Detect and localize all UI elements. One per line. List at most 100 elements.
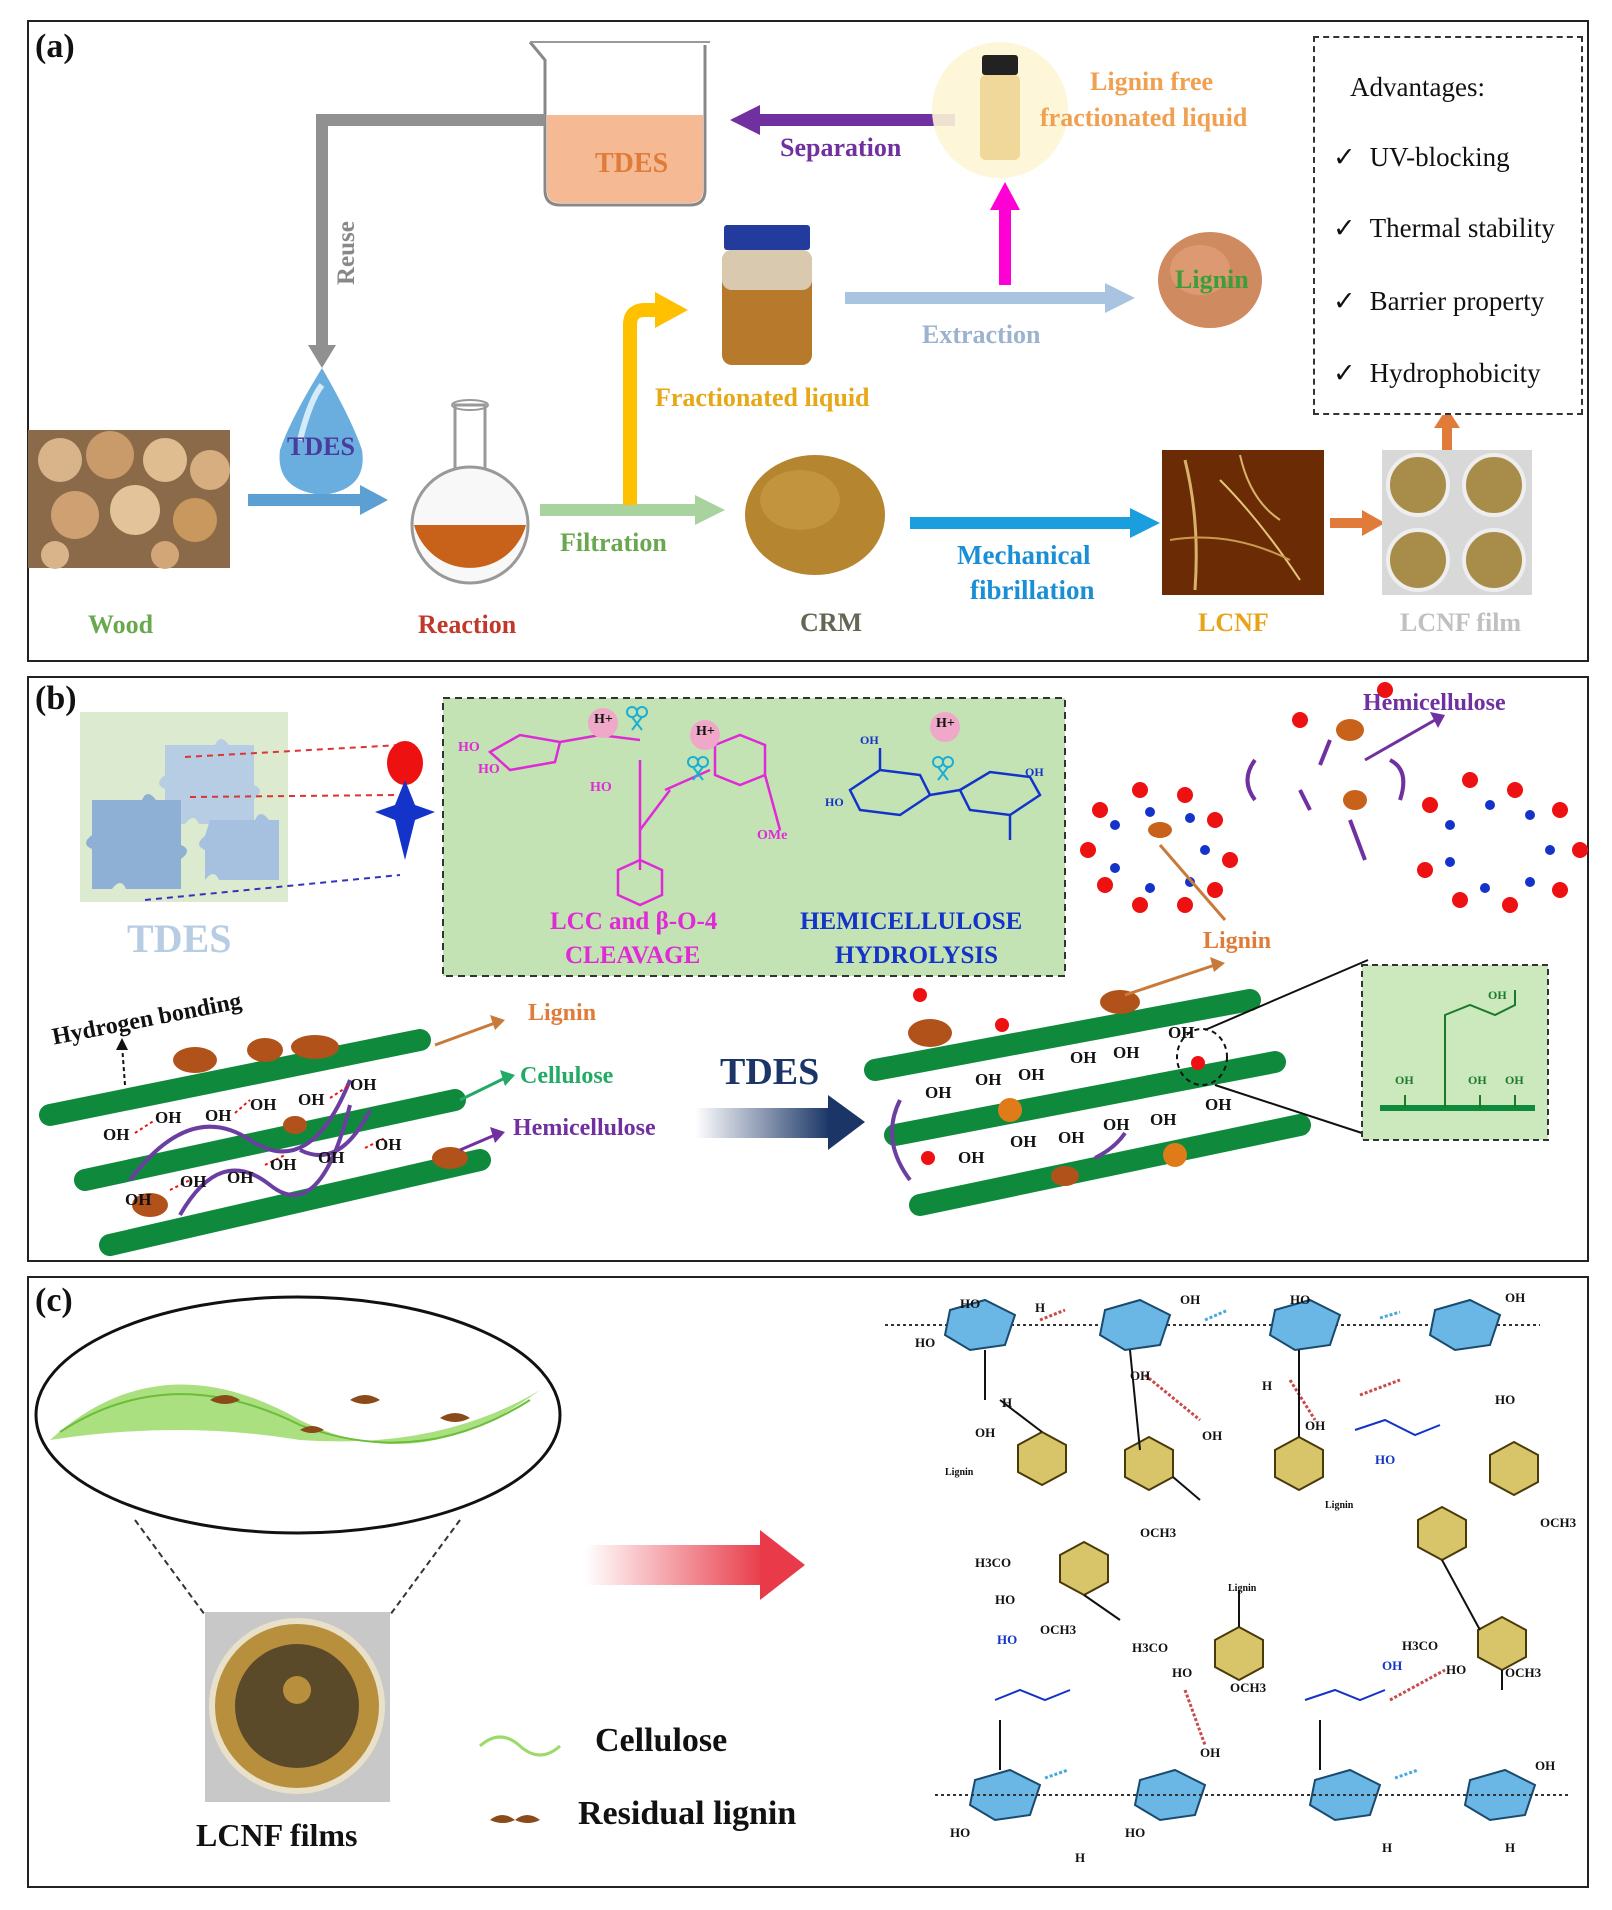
oh-label: OH — [958, 1148, 985, 1167]
chem-label: OH — [1200, 1745, 1221, 1760]
cellulose-left-label: Cellulose — [520, 1063, 614, 1089]
mechanical-label-2: fibrillation — [970, 575, 1095, 605]
lignin-powder-icon — [1158, 232, 1262, 328]
chem-label: OH — [1202, 1428, 1223, 1443]
chem-label: HO — [960, 1296, 981, 1311]
chem-label: HO — [1446, 1662, 1467, 1677]
oh-label: OH — [180, 1172, 207, 1191]
oh-label: OH — [1150, 1110, 1177, 1129]
tdes-beaker-icon — [528, 41, 710, 207]
advantage-item-1: ✓UV-blocking — [1333, 142, 1510, 172]
chem-ho-2: HO — [478, 762, 500, 777]
h-plus-icons — [588, 708, 960, 750]
lignin-free-vial-icon — [932, 42, 1068, 178]
inset-oh-label: OH — [1488, 988, 1507, 1002]
chem-label: HO — [1125, 1825, 1146, 1840]
stage-lcnf: LCNF — [1198, 608, 1269, 637]
chem-label: HO — [950, 1825, 971, 1840]
tdes-cluster-icons — [1080, 682, 1588, 913]
panel-a-tag: (a) — [35, 28, 75, 65]
chem-label: H3CO — [1132, 1640, 1169, 1655]
chem-label: OCH3 — [1230, 1680, 1267, 1695]
stage-reaction: Reaction — [418, 610, 517, 639]
chem-label: HO — [997, 1632, 1018, 1647]
chem-label: OCH3 — [1040, 1622, 1077, 1637]
hemicellulose-left-label: Hemicellulose — [513, 1115, 656, 1141]
wood-logs-icon — [28, 430, 230, 569]
chem-label: H3CO — [975, 1555, 1012, 1570]
advantage-item-2: ✓Thermal stability — [1333, 213, 1555, 243]
chem-label: Lignin — [1325, 1500, 1354, 1511]
lcc-label-2: CLEAVAGE — [565, 942, 701, 969]
chem-label: HO — [1495, 1392, 1516, 1407]
fractionation-arrow — [623, 292, 688, 505]
chem-label: HO — [1172, 1665, 1193, 1680]
oh-label: OH — [1205, 1095, 1232, 1114]
oh-label: OH — [227, 1168, 254, 1187]
chem-label: OH — [1505, 1290, 1526, 1305]
oh-label: OH — [1018, 1065, 1045, 1084]
oh-label: OH — [1070, 1048, 1097, 1067]
oh-label: OH — [318, 1148, 345, 1167]
panel-c-tag: (c) — [35, 1282, 73, 1319]
cellulose-bundle-left — [39, 1029, 491, 1256]
inset-oh-label: OH — [1468, 1073, 1487, 1087]
chem-label: OCH3 — [1140, 1525, 1177, 1540]
chem-label: H — [1505, 1840, 1516, 1855]
chem-label: OH — [975, 1425, 996, 1440]
oh-label: OH — [350, 1075, 377, 1094]
oh-label: OH — [103, 1125, 130, 1144]
oh-label: OH — [975, 1070, 1002, 1089]
stage-wood: Wood — [88, 610, 154, 639]
filtration-arrow — [540, 495, 725, 525]
separation-arrow — [730, 105, 955, 135]
oh-label: OH — [925, 1083, 952, 1102]
separation-label: Separation — [780, 133, 902, 162]
legend-cellulose-label: Cellulose — [595, 1722, 728, 1759]
legend-lignin-label: Residual lignin — [578, 1795, 797, 1832]
chem-label: OH — [1382, 1658, 1403, 1673]
esterification-inset — [1361, 964, 1549, 1141]
fractionated-liquid-jar-icon — [722, 225, 812, 365]
tdes-arrow-label: TDES — [720, 1051, 820, 1093]
oh-label: OH — [298, 1090, 325, 1109]
chem-ho-4: HO — [825, 795, 844, 809]
chem-label: Lignin — [945, 1467, 974, 1478]
lignin-label: Lignin — [1175, 265, 1249, 294]
chem-oh-1: OH — [860, 733, 879, 747]
check-icon: ✓ — [1333, 358, 1356, 388]
cellulose-lignin-network — [885, 1298, 1570, 1822]
oh-label: OH — [1103, 1115, 1130, 1134]
extraction-up-arrow — [990, 182, 1020, 285]
oh-label: OH — [375, 1135, 402, 1154]
chem-label: OH — [1535, 1758, 1556, 1773]
lcnf-film-magnified-icon — [34, 1295, 562, 1535]
oh-label: OH — [1010, 1132, 1037, 1151]
scissors-icon — [626, 706, 954, 781]
chem-label: HO — [915, 1335, 936, 1350]
check-icon: ✓ — [1333, 142, 1356, 172]
oh-label: OH — [1113, 1043, 1140, 1062]
chem-label: OCH3 — [1540, 1515, 1577, 1530]
lignin-free-label-2: fractionated liquid — [1040, 103, 1248, 132]
tdes-drop-icon — [279, 368, 363, 495]
advantage-item-4: ✓Hydrophobicity — [1333, 358, 1541, 388]
reaction-flask-icon — [410, 399, 530, 585]
chem-label: H — [1262, 1378, 1273, 1393]
advantage-item-3: ✓Barrier property — [1333, 286, 1545, 316]
h-plus-3: H+ — [936, 716, 955, 731]
tdes-beaker-label: TDES — [595, 148, 669, 179]
chem-label: H — [1035, 1300, 1046, 1315]
chem-label: H — [1382, 1840, 1393, 1855]
lcnf-to-film-arrow — [1330, 510, 1385, 536]
advantages-title: Advantages: — [1350, 72, 1485, 102]
chem-label: H3CO — [1402, 1638, 1439, 1653]
chem-cleavage-box — [442, 697, 1066, 977]
lcnf-film-photo-icon — [1382, 450, 1532, 595]
lcnf-afm-image-icon — [1162, 450, 1324, 595]
inset-oh-label: OH — [1505, 1073, 1524, 1087]
check-icon: ✓ — [1333, 213, 1356, 243]
h-plus-1: H+ — [594, 712, 613, 727]
